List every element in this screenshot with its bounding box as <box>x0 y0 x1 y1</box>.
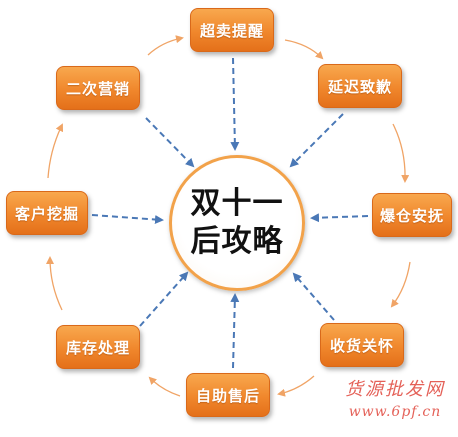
watermark-title: 货源批发网 <box>345 379 445 400</box>
flow-arrow <box>277 375 315 397</box>
node-overload-comfort: 爆仓安抚 <box>372 193 452 237</box>
node-delivery-care: 收货关怀 <box>320 323 404 367</box>
node-self-service: 自助售后 <box>186 373 270 417</box>
dashed-arrow-to-center <box>230 57 240 151</box>
flow-arrow <box>47 123 64 179</box>
node-oversell-reminder: 超卖提醒 <box>190 8 274 52</box>
flow-arrow <box>390 261 411 308</box>
dashed-arrow-to-center <box>310 213 369 223</box>
dashed-arrow-to-center <box>230 293 240 369</box>
dashed-arrow-to-center <box>139 271 189 327</box>
node-delay-apology: 延迟致歉 <box>318 64 402 108</box>
node-secondary-marketing: 二次营销 <box>56 66 140 110</box>
center-circle: 双十一 后攻略 <box>169 155 305 291</box>
flow-arrow <box>148 376 181 397</box>
flow-arrow <box>46 256 63 311</box>
center-title-line-1: 双十一 <box>190 186 284 221</box>
dashed-arrow-to-center <box>289 113 344 168</box>
dashed-arrow-to-center <box>91 214 164 224</box>
flow-arrow <box>147 35 184 56</box>
watermark: 货源批发网 www.6pf.cn <box>340 378 450 422</box>
node-customer-mining: 客户挖掘 <box>6 191 88 235</box>
dashed-arrow-to-center <box>145 117 195 168</box>
node-inventory-handling: 库存处理 <box>56 325 140 369</box>
watermark-url: www.6pf.cn <box>348 404 442 420</box>
dashed-arrow-to-center <box>292 272 335 321</box>
flow-arrow <box>392 123 410 183</box>
flow-arrow <box>284 39 324 60</box>
center-title-line-2: 后攻略 <box>190 224 284 259</box>
